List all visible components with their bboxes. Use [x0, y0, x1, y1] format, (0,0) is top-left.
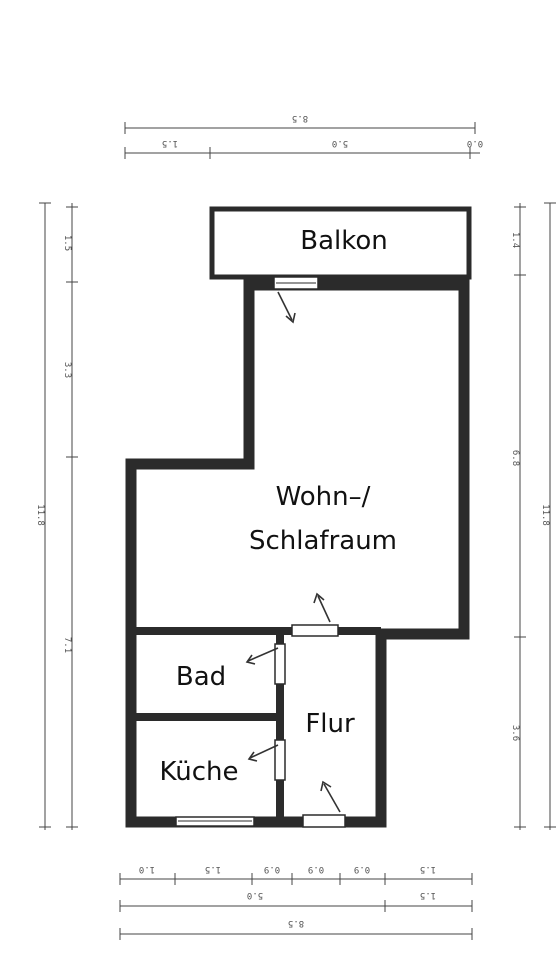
living-door-arrowhead-icon: [313, 592, 325, 604]
dim-bottom-total: 8.5: [288, 918, 304, 928]
kitchen-door-arrow-icon: [249, 744, 279, 759]
dim-top-mid: 5.0: [332, 138, 348, 148]
dim-bottom-row1-4: 0.9: [354, 864, 370, 874]
entrance-door-arrow-icon: [323, 783, 341, 813]
kitchen-door-arrowhead-icon: [247, 751, 258, 762]
dim-left-top: 1.5: [62, 235, 72, 251]
bath-door-arrowhead-icon: [245, 654, 256, 665]
right-dimensions: 1.4 6.8 3.6 11.8: [510, 202, 556, 830]
room-label-wohn-line1: Wohn–/: [276, 482, 371, 512]
dim-right-total: 11.8: [540, 504, 550, 526]
door-swing-markers: [245, 291, 341, 813]
dim-top-left: 1.5: [162, 138, 178, 148]
walls: [125, 206, 472, 828]
dim-left-bottom: 7.1: [62, 637, 72, 653]
bottom-dimensions: 1.0 1.5 0.9 0.9 0.9 1.5 5.0 1.5 8.5: [119, 864, 473, 940]
bath-door-arrow-icon: [247, 647, 279, 662]
dim-bottom-row1-3: 0.9: [308, 864, 324, 874]
dim-top-right: 0.0: [467, 138, 483, 148]
dim-right-mid: 6.8: [510, 450, 520, 466]
room-label-wohn-line2: Schlafraum: [249, 526, 397, 556]
dim-left-total: 11.8: [35, 504, 45, 526]
room-label-balkon: Balkon: [300, 226, 388, 256]
balcony-door-arrow-icon: [277, 291, 293, 321]
balcony-door-arrowhead-icon: [285, 312, 296, 324]
living-door: [291, 624, 339, 637]
kitchen-door: [274, 739, 286, 781]
dim-bottom-row2-left: 5.0: [247, 890, 263, 900]
left-dimensions: 11.8 1.5 3.3 7.1: [35, 202, 78, 830]
bath-door: [274, 643, 286, 685]
outer-wall: [125, 279, 470, 828]
dim-right-top: 1.4: [510, 232, 520, 248]
room-label-flur: Flur: [305, 709, 355, 739]
dim-left-mid: 3.3: [62, 362, 72, 378]
entrance-door-arrowhead-icon: [320, 780, 332, 792]
dim-bottom-row1-0: 1.0: [139, 864, 155, 874]
openings: [175, 276, 395, 828]
room-label-bad: Bad: [176, 662, 226, 692]
dim-bottom-row1-2: 0.9: [264, 864, 280, 874]
room-labels: Balkon Wohn–/ Schlafraum Bad Küche Flur: [159, 226, 397, 787]
dim-bottom-row1-1: 1.5: [205, 864, 221, 874]
dim-bottom-row1-6: 1.5: [420, 864, 436, 874]
entrance-door: [302, 814, 346, 828]
dim-right-bottom: 3.6: [510, 725, 520, 741]
room-label-kueche: Küche: [159, 757, 238, 787]
top-dimensions: 8.5 1.5 5.0 0.0: [124, 113, 483, 159]
balkon-wall: [209, 206, 472, 280]
bottom-row1-labels: 1.0 1.5 0.9 0.9 0.9 1.5: [139, 864, 436, 874]
dim-top-total: 8.5: [292, 113, 308, 123]
dim-bottom-row2-right: 1.5: [420, 890, 436, 900]
living-door-arrow-icon: [317, 595, 331, 623]
